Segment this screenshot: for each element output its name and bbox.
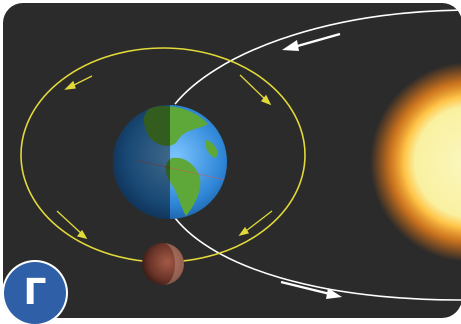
earth-orbit-path bbox=[174, 9, 461, 105]
moon-icon bbox=[142, 243, 184, 285]
orbit-arrow-icon bbox=[280, 32, 342, 299]
earth-icon bbox=[113, 105, 227, 219]
variant-badge: Г bbox=[4, 262, 66, 324]
moon-orbit-arrows bbox=[56, 74, 273, 240]
earth-orbit-path-lower bbox=[174, 217, 461, 301]
space-background bbox=[3, 3, 461, 318]
sun-icon bbox=[370, 62, 461, 262]
